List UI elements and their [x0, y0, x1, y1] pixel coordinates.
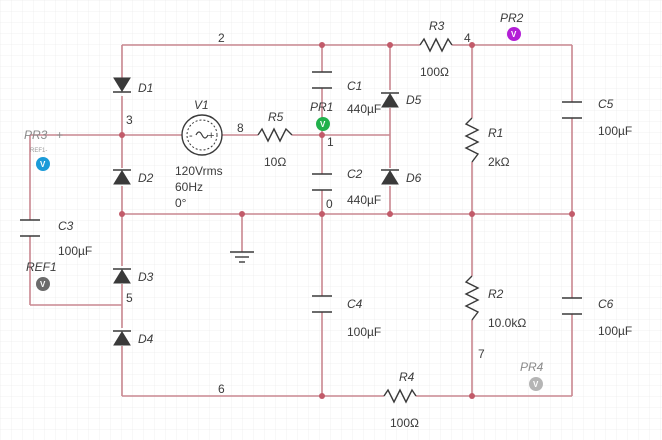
diode-d5[interactable]: D5 — [381, 92, 422, 108]
capacitor-c5[interactable]: C5 100µF — [562, 97, 632, 138]
c4-label: C4 — [347, 297, 363, 311]
c1-label: C1 — [347, 79, 362, 93]
pr3-ref-sublabel: REF1- — [30, 148, 47, 154]
probe-ref1[interactable]: REF1 V — [26, 260, 57, 291]
c2-label: C2 — [347, 167, 363, 181]
capacitor-c4[interactable]: C4 100µF — [312, 295, 381, 339]
d6-label: D6 — [406, 171, 422, 185]
probe-pr1[interactable]: PR1 V — [310, 100, 333, 131]
capacitor-c3[interactable]: C3 100µF — [20, 219, 92, 258]
wires — [29, 44, 573, 397]
capacitor-c2[interactable]: C2 440µF — [312, 167, 381, 207]
net-label-6: 6 — [218, 382, 225, 396]
r2-label: R2 — [488, 287, 504, 301]
pr1-label: PR1 — [310, 100, 333, 114]
c2-value: 440µF — [347, 193, 381, 207]
diode-d4[interactable]: D4 — [113, 330, 154, 346]
net-label-5: 5 — [126, 291, 133, 305]
pr3-plus: + — [56, 128, 63, 142]
d5-label: D5 — [406, 93, 422, 107]
resistor-r2[interactable]: R2 10.0kΩ — [464, 275, 526, 330]
r2-value: 10.0kΩ — [488, 316, 526, 330]
net-label-0: 0 — [326, 197, 333, 211]
resistor-r5[interactable]: R5 10Ω — [257, 110, 293, 169]
pr4-glyph: V — [533, 380, 539, 389]
pr2-label: PR2 — [500, 11, 524, 25]
r5-value: 10Ω — [264, 155, 286, 169]
resistor-r4[interactable]: R4 100Ω — [383, 370, 419, 430]
net-labels: 2 3 4 5 6 7 8 1 0 — [126, 31, 485, 396]
v1-plus-glyph: + — [208, 130, 214, 142]
c3-label: C3 — [58, 219, 74, 233]
pr4-voltmeter-icon — [529, 377, 543, 391]
diode-d1[interactable]: D1 — [113, 77, 153, 95]
diode-d3[interactable]: D3 — [113, 268, 154, 284]
net-label-4: 4 — [464, 31, 471, 45]
net-label-3: 3 — [126, 113, 133, 127]
net-label-2: 2 — [218, 31, 225, 45]
capacitor-c6[interactable]: C6 100µF — [562, 297, 632, 338]
probe-pr4[interactable]: PR4 V — [520, 360, 544, 391]
diode-d2[interactable]: D2 — [113, 169, 154, 185]
d2-label: D2 — [138, 171, 154, 185]
r4-label: R4 — [399, 370, 415, 384]
pr4-label: PR4 — [520, 360, 544, 374]
c5-label: C5 — [598, 97, 614, 111]
r1-value: 2kΩ — [488, 155, 510, 169]
r3-value: 100Ω — [420, 65, 449, 79]
ref1-glyph: V — [40, 280, 46, 289]
d1-label: D1 — [138, 81, 153, 95]
pr2-glyph: V — [511, 30, 517, 39]
c5-value: 100µF — [598, 124, 632, 138]
probe-pr3[interactable]: PR3 + REF1- V — [24, 128, 63, 171]
net-label-1: 1 — [327, 135, 334, 149]
pr1-glyph: V — [320, 120, 326, 129]
diode-d6[interactable]: D6 — [381, 169, 422, 185]
r1-label: R1 — [488, 126, 503, 140]
c6-value: 100µF — [598, 324, 632, 338]
resistor-r3[interactable]: R3 100Ω — [419, 19, 453, 79]
net-label-7: 7 — [478, 347, 485, 361]
d3-label: D3 — [138, 270, 154, 284]
ref1-probe-icon — [36, 277, 50, 291]
pr3-voltmeter-icon — [36, 157, 50, 171]
sine-wave-icon — [195, 131, 209, 139]
pr3-glyph: V — [40, 160, 46, 169]
ref1-label: REF1 — [26, 260, 57, 274]
v1-phase: 0° — [175, 196, 187, 210]
ground-symbol[interactable] — [230, 251, 254, 263]
v1-label: V1 — [194, 98, 209, 112]
r5-label: R5 — [268, 110, 284, 124]
probe-pr2[interactable]: PR2 V — [500, 11, 524, 41]
pr1-voltmeter-icon — [316, 117, 330, 131]
r3-label: R3 — [429, 19, 445, 33]
net-label-8: 8 — [237, 121, 244, 135]
resistor-r1[interactable]: R1 2kΩ — [464, 117, 510, 169]
v1-frequency: 60Hz — [175, 180, 203, 194]
pr3-label: PR3 — [24, 128, 48, 142]
ac-source-v1[interactable]: - + V1 120Vrms 60Hz 0° — [175, 98, 223, 210]
v1-voltage: 120Vrms — [175, 164, 223, 178]
c1-value: 440µF — [347, 102, 381, 116]
c3-value: 100µF — [58, 244, 92, 258]
c6-label: C6 — [598, 297, 614, 311]
v1-minus-glyph: - — [189, 130, 193, 142]
capacitor-c1[interactable]: C1 440µF — [312, 71, 381, 116]
pr2-voltmeter-icon — [507, 27, 521, 41]
junctions — [119, 42, 575, 399]
d4-label: D4 — [138, 332, 154, 346]
r4-value: 100Ω — [390, 416, 419, 430]
c4-value: 100µF — [347, 325, 381, 339]
